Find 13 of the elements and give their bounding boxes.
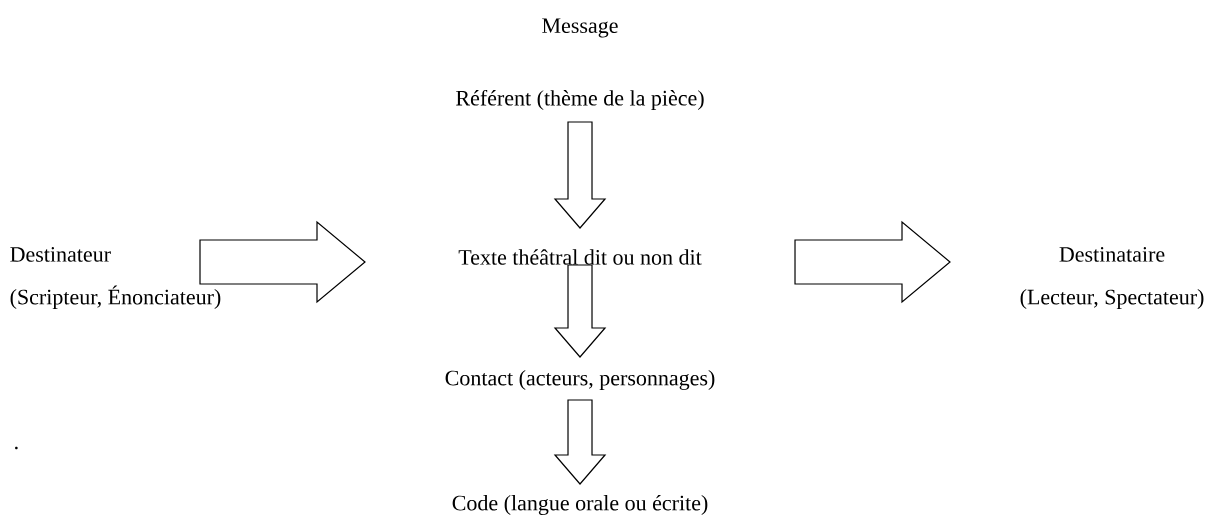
concept-label: Destinataire (Lecteur, Spectateur) xyxy=(1020,247,1204,309)
block-arrow xyxy=(794,220,951,304)
concept-label: Code (langue orale ou écrite) xyxy=(452,495,708,516)
concept-label: Texte théâtral dit ou non dit xyxy=(458,249,702,265)
concept-label: Destinateur (Scripteur, Énonciateur) xyxy=(10,247,221,309)
concept-label: Contact (acteurs, personnages) xyxy=(445,370,715,390)
block-arrow xyxy=(553,264,607,358)
block-arrow xyxy=(553,399,607,485)
title-text: Message xyxy=(542,18,618,38)
concept-label: Référent (thème de la pièce) xyxy=(456,89,704,111)
block-arrow xyxy=(199,220,366,304)
block-arrow xyxy=(553,121,607,229)
period-text: . xyxy=(15,446,18,450)
